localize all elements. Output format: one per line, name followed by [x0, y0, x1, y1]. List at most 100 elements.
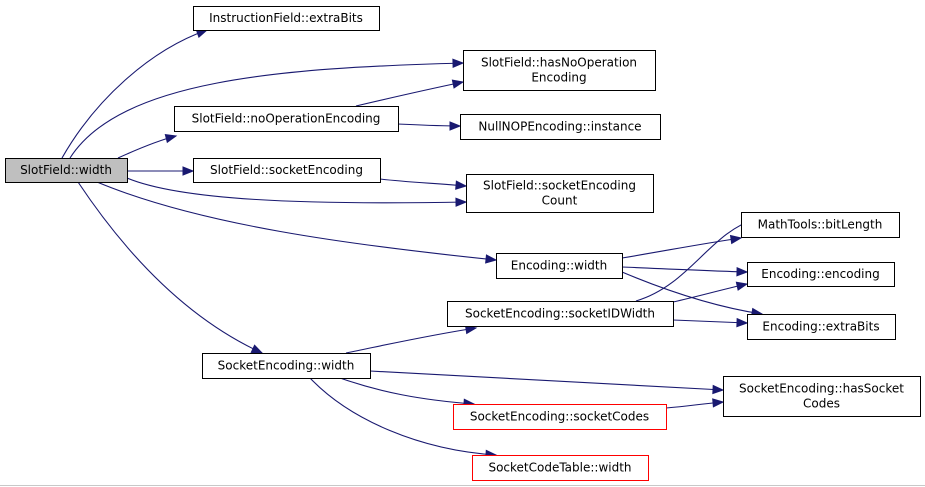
node-box[interactable]	[202, 353, 371, 379]
edge-root-to-sockenc	[127, 166, 195, 176]
node-box[interactable]	[747, 314, 896, 340]
edge-sockenc-to-sockenccount	[379, 178, 468, 190]
node-box[interactable]	[193, 158, 381, 183]
node-enc-extrabits[interactable]: Encoding::extraBits	[747, 314, 896, 340]
node-label: InstructionField::extraBits	[209, 11, 363, 25]
edge-root-to-noopenc	[117, 133, 178, 159]
edge-root-to-sock-width	[77, 181, 264, 354]
node-label: SocketEncoding::width	[218, 359, 355, 373]
bottom-divider	[0, 485, 925, 486]
edge-line	[339, 377, 475, 405]
node-label: Codes	[803, 397, 840, 411]
arrowhead-icon	[182, 166, 195, 176]
edge-enc-width-to-bitlength	[621, 234, 743, 259]
node-label: SlotField::noOperationEncoding	[192, 112, 381, 126]
node-label: Count	[542, 194, 578, 208]
edge-line	[621, 266, 748, 273]
edge-line	[309, 377, 497, 456]
node-label: Encoding::encoding	[761, 267, 880, 281]
arrowhead-icon	[455, 180, 468, 190]
edge-enc-width-to-enc-encoding	[621, 266, 749, 277]
arrowhead-icon	[452, 58, 465, 69]
edge-root-to-enc-width	[96, 181, 498, 264]
edge-sockidwidth-to-enc-encoding	[672, 281, 749, 303]
node-sockidwidth[interactable]: SocketEncoding::socketIDWidth	[447, 301, 674, 327]
edge-root-to-hasnoop	[69, 58, 465, 159]
arrowhead-icon	[485, 254, 498, 264]
node-label: Encoding	[531, 71, 586, 85]
node-box[interactable]	[747, 262, 895, 287]
node-label: SocketCodeTable::width	[488, 461, 631, 475]
edge-sock-width-to-hassockcodes	[369, 370, 725, 395]
node-box[interactable]	[193, 6, 380, 31]
node-box[interactable]	[472, 455, 649, 481]
arrowhead-icon	[449, 121, 462, 131]
node-label: MathTools::bitLength	[758, 218, 883, 232]
node-root[interactable]: SlotField::width	[5, 158, 128, 183]
arrowhead-icon	[735, 281, 749, 291]
node-label: SlotField::hasNoOperation	[481, 56, 637, 70]
node-box[interactable]	[723, 376, 921, 417]
arrowhead-icon	[736, 266, 749, 277]
edge-line	[621, 237, 742, 259]
node-box[interactable]	[463, 50, 656, 91]
edge-line	[69, 62, 464, 159]
edge-line	[369, 370, 724, 391]
node-label: NullNOPEncoding::instance	[478, 120, 641, 134]
node-box[interactable]	[453, 404, 667, 430]
arrowhead-icon	[164, 133, 178, 144]
edge-sockidwidth-to-enc-extrabits	[672, 317, 749, 328]
node-nullnop[interactable]: NullNOPEncoding::instance	[460, 114, 661, 140]
arrowhead-icon	[451, 79, 465, 89]
node-sockcodes[interactable]: SocketEncoding::socketCodes	[453, 404, 667, 430]
arrowhead-icon	[712, 384, 725, 395]
edge-sock-width-to-sockidwidth	[345, 324, 478, 354]
node-label: SocketEncoding::hasSocket	[739, 382, 904, 396]
node-box[interactable]	[496, 253, 623, 279]
node-sock-width[interactable]: SocketEncoding::width	[202, 353, 371, 379]
node-instr-extrabits[interactable]: InstructionField::extraBits	[193, 6, 380, 31]
edge-line	[672, 319, 748, 324]
node-box[interactable]	[5, 158, 128, 183]
node-label: SlotField::socketEncoding	[210, 163, 363, 177]
node-label: Encoding::extraBits	[762, 320, 879, 334]
edge-root-to-sockenccount	[126, 177, 468, 207]
edge-line	[77, 181, 263, 354]
node-noopenc[interactable]: SlotField::noOperationEncoding	[174, 106, 399, 132]
node-box[interactable]	[466, 174, 654, 213]
node-box[interactable]	[447, 301, 674, 327]
edge-root-to-instr-extrabits	[61, 29, 209, 159]
edge-noopenc-to-nullnop	[397, 121, 462, 131]
node-box[interactable]	[460, 114, 661, 140]
node-box[interactable]	[741, 212, 900, 238]
node-enc-encoding[interactable]: Encoding::encoding	[747, 262, 895, 287]
edge-noopenc-to-hasnoop	[355, 79, 465, 107]
edge-line	[379, 178, 467, 187]
arrowhead-icon	[250, 344, 264, 354]
edge-sockcodes-to-hassockcodes	[665, 398, 725, 409]
edge-line	[355, 81, 464, 107]
nodes-layer: SlotField::width InstructionField::extraB…	[5, 6, 921, 481]
node-enc-width[interactable]: Encoding::width	[496, 253, 623, 279]
node-label: SocketEncoding::socketCodes	[470, 410, 649, 424]
arrowhead-icon	[712, 398, 725, 408]
node-box[interactable]	[174, 106, 399, 132]
edge-line	[96, 181, 497, 261]
node-codetable-width[interactable]: SocketCodeTable::width	[472, 455, 649, 481]
node-sockenc[interactable]: SlotField::socketEncoding	[193, 158, 381, 183]
node-label: SlotField::width	[20, 163, 112, 177]
arrowhead-icon	[455, 197, 468, 207]
node-bitlength[interactable]: MathTools::bitLength	[741, 212, 900, 238]
edge-line	[61, 29, 208, 159]
arrowhead-icon	[736, 317, 749, 328]
node-label: SlotField::socketEncoding	[483, 179, 636, 193]
edge-sock-width-to-sockcodes	[339, 377, 476, 408]
edge-line	[345, 327, 477, 354]
node-label: SocketEncoding::socketIDWidth	[465, 307, 655, 321]
edge-line	[621, 271, 763, 315]
edge-line	[672, 283, 748, 303]
